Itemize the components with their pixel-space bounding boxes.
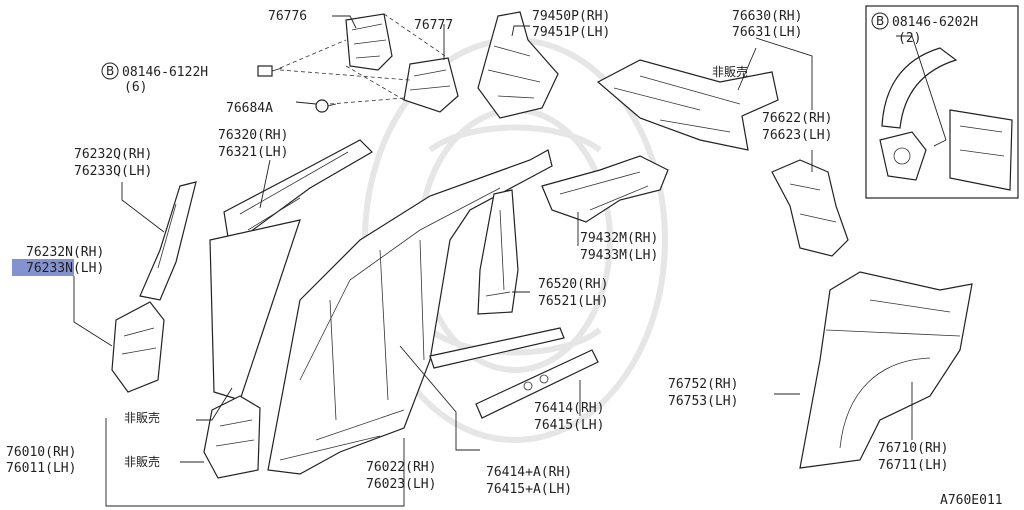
label-79432m[interactable]: 79432M(RH) bbox=[580, 231, 658, 246]
label-non-sale-low: 非販売 bbox=[124, 454, 160, 469]
part-76630-drawing bbox=[596, 59, 779, 151]
label-76320[interactable]: 76320(RH) bbox=[218, 128, 288, 143]
bolt-symbol-b-inset bbox=[871, 12, 889, 30]
label-76623[interactable]: 76623(LH) bbox=[762, 128, 832, 143]
label-non-sale-top: 非販売 bbox=[712, 64, 748, 79]
label-76752[interactable]: 76752(RH) bbox=[668, 377, 738, 392]
bolt-08146-6122h bbox=[257, 65, 283, 77]
part-76777-drawing bbox=[403, 57, 459, 113]
bolt-symbol-letter: B bbox=[106, 64, 114, 78]
label-76321[interactable]: 76321(LH) bbox=[218, 145, 288, 160]
label-76232n[interactable]: 76232N(RH) bbox=[26, 245, 104, 260]
label-79451p[interactable]: 79451P(LH) bbox=[532, 25, 610, 40]
label-76233n[interactable]: 76233N(LH) bbox=[26, 261, 104, 276]
part-76232q-drawing bbox=[139, 181, 197, 301]
bolt-symbol-b bbox=[101, 62, 119, 80]
label-76415a[interactable]: 76415+A(LH) bbox=[486, 482, 572, 497]
label-08146-6202h[interactable]: 08146-6202H bbox=[892, 15, 978, 30]
part-76414-drawing bbox=[429, 327, 599, 419]
part-76622-drawing bbox=[771, 159, 849, 257]
label-non-sale-mid: 非販売 bbox=[124, 410, 160, 425]
label-76753[interactable]: 76753(LH) bbox=[668, 394, 738, 409]
label-76711[interactable]: 76711(LH) bbox=[878, 458, 948, 473]
label-08146-6122h-qty: (6) bbox=[124, 80, 147, 95]
part-76776-drawing bbox=[345, 13, 393, 71]
label-76520[interactable]: 76520(RH) bbox=[538, 277, 608, 292]
diagram-code: A760E011 bbox=[940, 493, 1003, 508]
label-76023[interactable]: 76023(LH) bbox=[366, 477, 436, 492]
label-08146-6122h[interactable]: 08146-6122H bbox=[122, 65, 208, 80]
part-body-side-drawing bbox=[209, 149, 553, 475]
label-76776[interactable]: 76776 bbox=[268, 9, 307, 24]
bolt-symbol-letter-inset: B bbox=[876, 14, 884, 28]
label-76631[interactable]: 76631(LH) bbox=[732, 25, 802, 40]
part-76520-drawing bbox=[477, 189, 519, 315]
part-76010-drawing bbox=[203, 395, 261, 479]
part-79432m-drawing bbox=[541, 155, 669, 223]
part-79450p-drawing bbox=[477, 11, 559, 119]
label-76777[interactable]: 76777 bbox=[414, 18, 453, 33]
guide-lines bbox=[279, 13, 449, 105]
leader-lines bbox=[73, 15, 947, 507]
label-76414a[interactable]: 76414+A(RH) bbox=[486, 465, 572, 480]
label-76011[interactable]: 76011(LH) bbox=[6, 461, 76, 476]
label-76232q[interactable]: 76232Q(RH) bbox=[74, 147, 152, 162]
label-76622[interactable]: 76622(RH) bbox=[762, 111, 832, 126]
label-79433m[interactable]: 79433M(LH) bbox=[580, 248, 658, 263]
inset-frame bbox=[865, 5, 1019, 199]
label-08146-6202h-qty: (2) bbox=[898, 31, 921, 46]
labels: 76776 76777 79450P(RH) 79451P(LH) 76630(… bbox=[6, 9, 1003, 508]
label-79450p[interactable]: 79450P(RH) bbox=[532, 9, 610, 24]
inset-drawing bbox=[879, 47, 1013, 191]
label-76684a[interactable]: 76684A bbox=[226, 101, 273, 116]
label-76414[interactable]: 76414(RH) bbox=[534, 401, 604, 416]
label-76630[interactable]: 76630(RH) bbox=[732, 9, 802, 24]
part-76232n-drawing bbox=[111, 301, 165, 393]
highlight-76233n bbox=[12, 259, 74, 276]
label-76415[interactable]: 76415(LH) bbox=[534, 418, 604, 433]
part-76752-drawing bbox=[799, 271, 973, 469]
bolt-76684a bbox=[315, 99, 337, 113]
label-76521[interactable]: 76521(LH) bbox=[538, 294, 608, 309]
label-76710[interactable]: 76710(RH) bbox=[878, 441, 948, 456]
label-76022[interactable]: 76022(RH) bbox=[366, 460, 436, 475]
label-76010[interactable]: 76010(RH) bbox=[6, 445, 76, 460]
label-76233q[interactable]: 76233Q(LH) bbox=[74, 164, 152, 179]
